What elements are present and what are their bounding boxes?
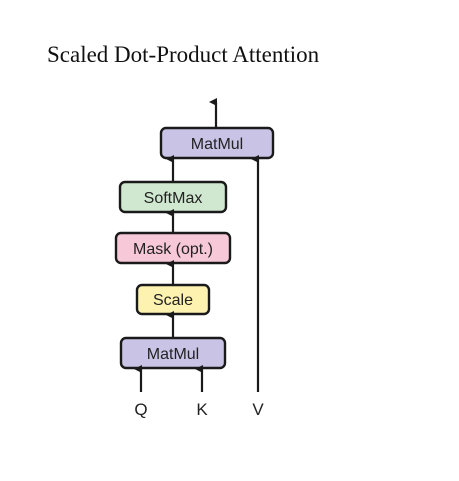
scale-label: Scale <box>153 292 193 309</box>
input-v-label: V <box>252 400 264 419</box>
diagram-title: Scaled Dot-Product Attention <box>47 42 320 67</box>
scale-block: Scale <box>135 283 211 316</box>
matmul-bottom-label: MatMul <box>147 346 199 363</box>
softmax-block: SoftMax <box>118 180 228 214</box>
input-k-label: K <box>196 400 208 419</box>
matmul-top-label: MatMul <box>191 136 243 153</box>
mask-label: Mask (opt.) <box>133 241 213 258</box>
input-q-label: Q <box>134 400 147 419</box>
mask-block: Mask (opt.) <box>114 231 232 265</box>
matmul-top-block: MatMul <box>159 126 275 160</box>
softmax-label: SoftMax <box>144 190 203 207</box>
matmul-bottom-block: MatMul <box>119 336 227 370</box>
